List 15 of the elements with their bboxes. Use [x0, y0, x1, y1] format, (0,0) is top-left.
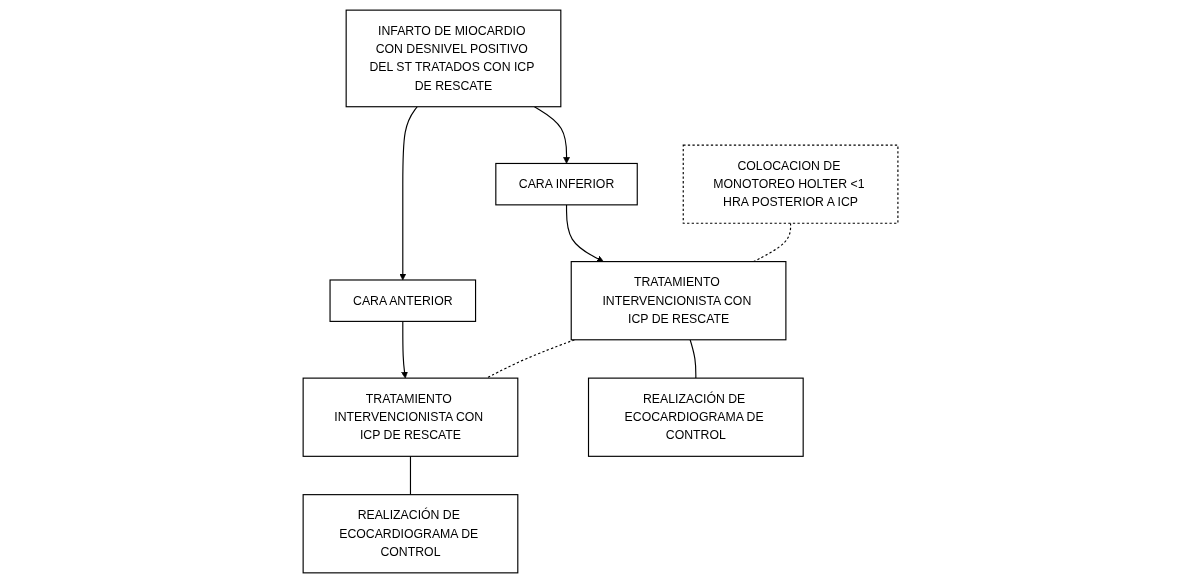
node-box: REALIZACIÓN DE ECOCARDIOGRAMA DE CONTROL — [303, 494, 519, 574]
node-box: COLOCACION DE MONOTOREO HOLTER <1 HRA POSTERIOR A ICP — [683, 144, 899, 224]
arrow — [399, 106, 419, 281]
arrow — [401, 320, 409, 379]
connector — [690, 339, 697, 379]
node-box: TRATAMIENTO INTERVENCIONISTA CON ICP DE RESCATE — [303, 377, 519, 457]
connector — [410, 455, 412, 496]
node-box: INFARTO DE MIOCARDIO CON DESNIVEL POSITIVO DEL ST TRATADOS CON ICP DE RESCATE — [346, 9, 562, 108]
node-box: CARA INFERIOR — [495, 162, 639, 206]
arrow — [566, 204, 605, 262]
arrow — [534, 106, 571, 164]
connector — [486, 339, 576, 379]
node-box: REALIZACIÓN DE ECOCARDIOGRAMA DE CONTROL — [588, 377, 805, 457]
node-box: CARA ANTERIOR — [329, 279, 477, 322]
node-box: TRATAMIENTO INTERVENCIONISTA CON ICP DE RESCATE — [571, 261, 787, 341]
